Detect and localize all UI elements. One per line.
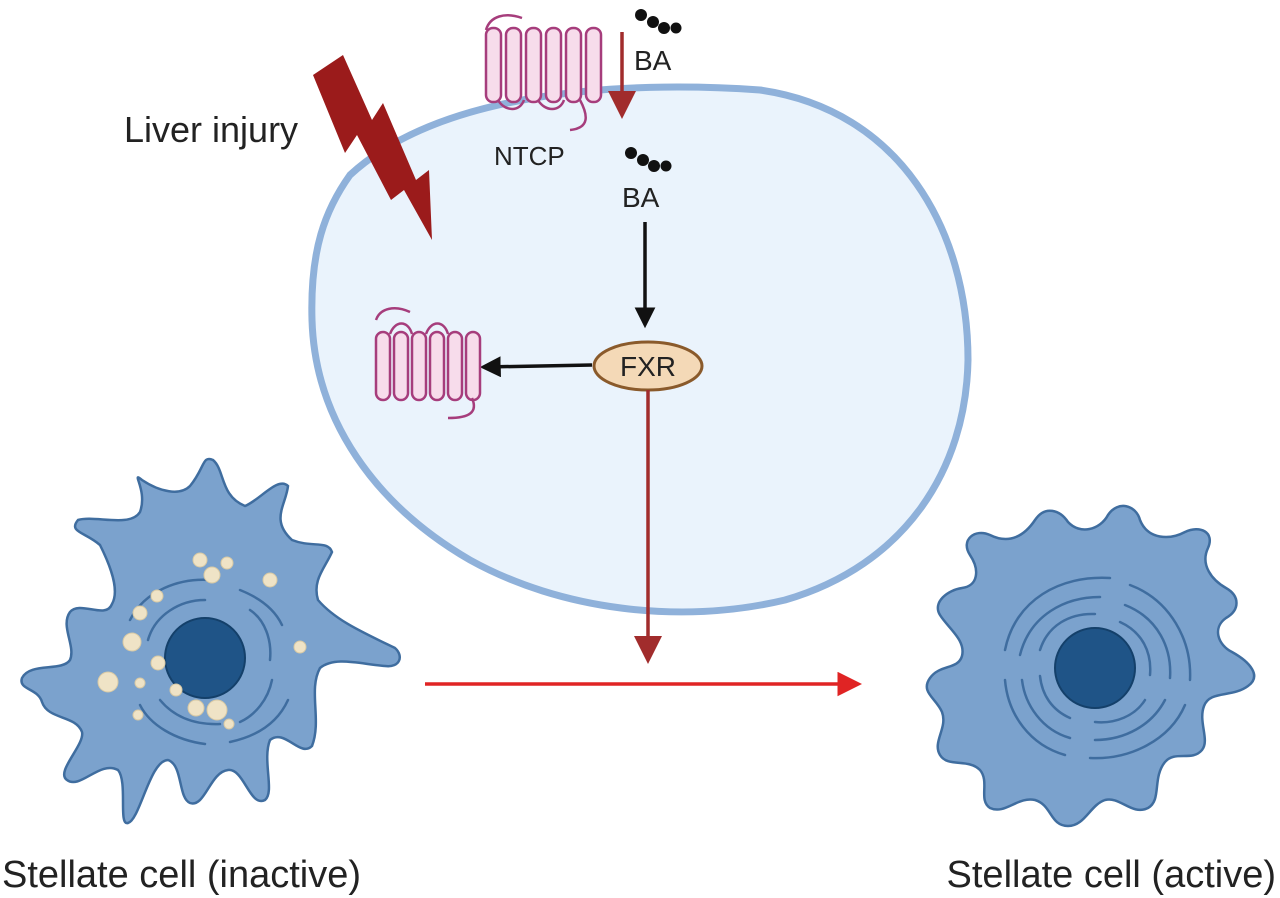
bile-acid-icon-outside — [635, 9, 682, 34]
liver-injury-label: Liver injury — [124, 109, 298, 150]
ntcp-intracellular-icon — [374, 307, 482, 420]
ba-inside-label: BA — [622, 182, 660, 213]
ba-outside-label: BA — [634, 45, 672, 76]
bile-acid-icon-inside — [625, 147, 672, 172]
nucleus-inactive — [164, 617, 246, 699]
fxr-label: FXR — [620, 351, 676, 382]
ntcp-label: NTCP — [494, 141, 565, 171]
stellate-cell-inactive — [20, 457, 401, 825]
lightning-icon — [313, 55, 432, 240]
ntcp-transporter-icon — [484, 14, 603, 132]
stellate-active-label: Stellate cell (active) — [947, 854, 1276, 896]
nucleus-active — [1054, 627, 1136, 709]
stellate-cell-active — [925, 504, 1256, 828]
fxr-to-ntcp-arrow — [479, 356, 593, 378]
stellate-inactive-label: Stellate cell (inactive) — [2, 854, 361, 896]
lipid-droplets — [97, 552, 307, 730]
